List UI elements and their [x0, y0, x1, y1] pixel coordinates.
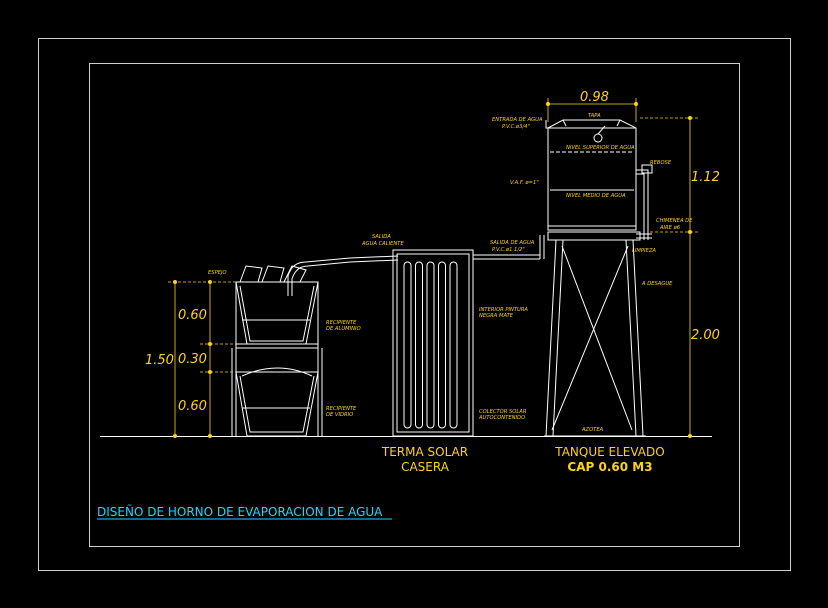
dim-gap: 0.30: [178, 352, 207, 367]
dim-tank-width: 0.98: [580, 90, 609, 105]
dim-stand-height: 2.00: [691, 328, 720, 343]
label-chimenea-2: AIRE ø6: [659, 225, 681, 231]
dim-lower-recip: 0.60: [178, 399, 207, 414]
label-recip-vidrio-1: RECIPIENTE: [326, 406, 357, 412]
collector-tube: [403, 261, 412, 429]
label-tapa: TAPA: [588, 113, 601, 119]
annotations: ESPEJO RECIPIENTE DE ALUMINIO RECIPIENTE…: [208, 113, 693, 433]
collector-tube: [438, 261, 446, 429]
heading-terma-1: TERMA SOLAR: [381, 445, 468, 459]
label-recip-aluminio-2: DE ALUMINIO: [326, 326, 361, 332]
label-interior-2: NEGRA MATE: [479, 313, 514, 319]
label-colector-2: AUTOCONTENIDO: [478, 415, 525, 421]
label-desague: A DESAGUE: [641, 281, 673, 287]
label-espejo: ESPEJO: [208, 270, 227, 276]
collector-tubes: [403, 261, 458, 429]
heading-tanque-1: TANQUE ELEVADO: [554, 445, 664, 459]
label-entrada-2: P.V.C.ø3/4": [502, 124, 530, 130]
elevated-tank: [544, 119, 653, 437]
label-interior-1: INTERIOR PINTURA: [479, 307, 528, 313]
dim-total-height: 1.50: [145, 353, 174, 368]
outer-frame: [38, 38, 791, 571]
inner-frame: [89, 63, 740, 547]
label-colector-1: COLECTOR SOLAR: [479, 409, 527, 415]
label-vaf: V.A.F. ø=1": [510, 180, 539, 186]
label-salida-agua-2: P.V.C.ø1 1/2": [492, 247, 525, 253]
label-rebose: REBOSE: [650, 160, 672, 166]
solar-collector: [392, 235, 545, 437]
label-nivel-superior: NIVEL SUPERIOR DE AGUA: [566, 145, 635, 151]
evaporation-oven: [231, 255, 399, 437]
heading-tanque-2: CAP 0.60 M3: [567, 460, 652, 474]
dimension-lines: [168, 98, 700, 436]
label-entrada-1: ENTRADA DE AGUA: [492, 117, 543, 123]
collector-tube: [426, 261, 435, 429]
drawing-title: DISEÑO DE HORNO DE EVAPORACION DE AGUA: [97, 504, 383, 519]
label-salida-caliente-1: SALIDA: [372, 234, 391, 240]
label-limpieza: LIMPIEZA: [632, 248, 656, 254]
label-azotea: AZOTEA: [581, 427, 604, 433]
label-chimenea-1: CHIMENEA DE: [656, 218, 693, 224]
dim-tank-height: 1.12: [691, 170, 720, 185]
label-recip-aluminio-1: RECIPIENTE: [326, 320, 357, 326]
heading-terma-2: CASERA: [401, 460, 450, 474]
dimension-ticks: [173, 102, 692, 438]
collector-tube: [415, 261, 423, 429]
collector-tube: [449, 261, 458, 429]
label-nivel-medio: NIVEL MEDIO DE AGUA: [566, 193, 626, 199]
label-salida-caliente-2: AGUA CALIENTE: [361, 241, 404, 247]
label-recip-vidrio-2: DE VIDRIO: [326, 412, 353, 418]
label-salida-agua-1: SALIDA DE AGUA: [490, 240, 535, 246]
dim-upper-recip: 0.60: [178, 308, 207, 323]
